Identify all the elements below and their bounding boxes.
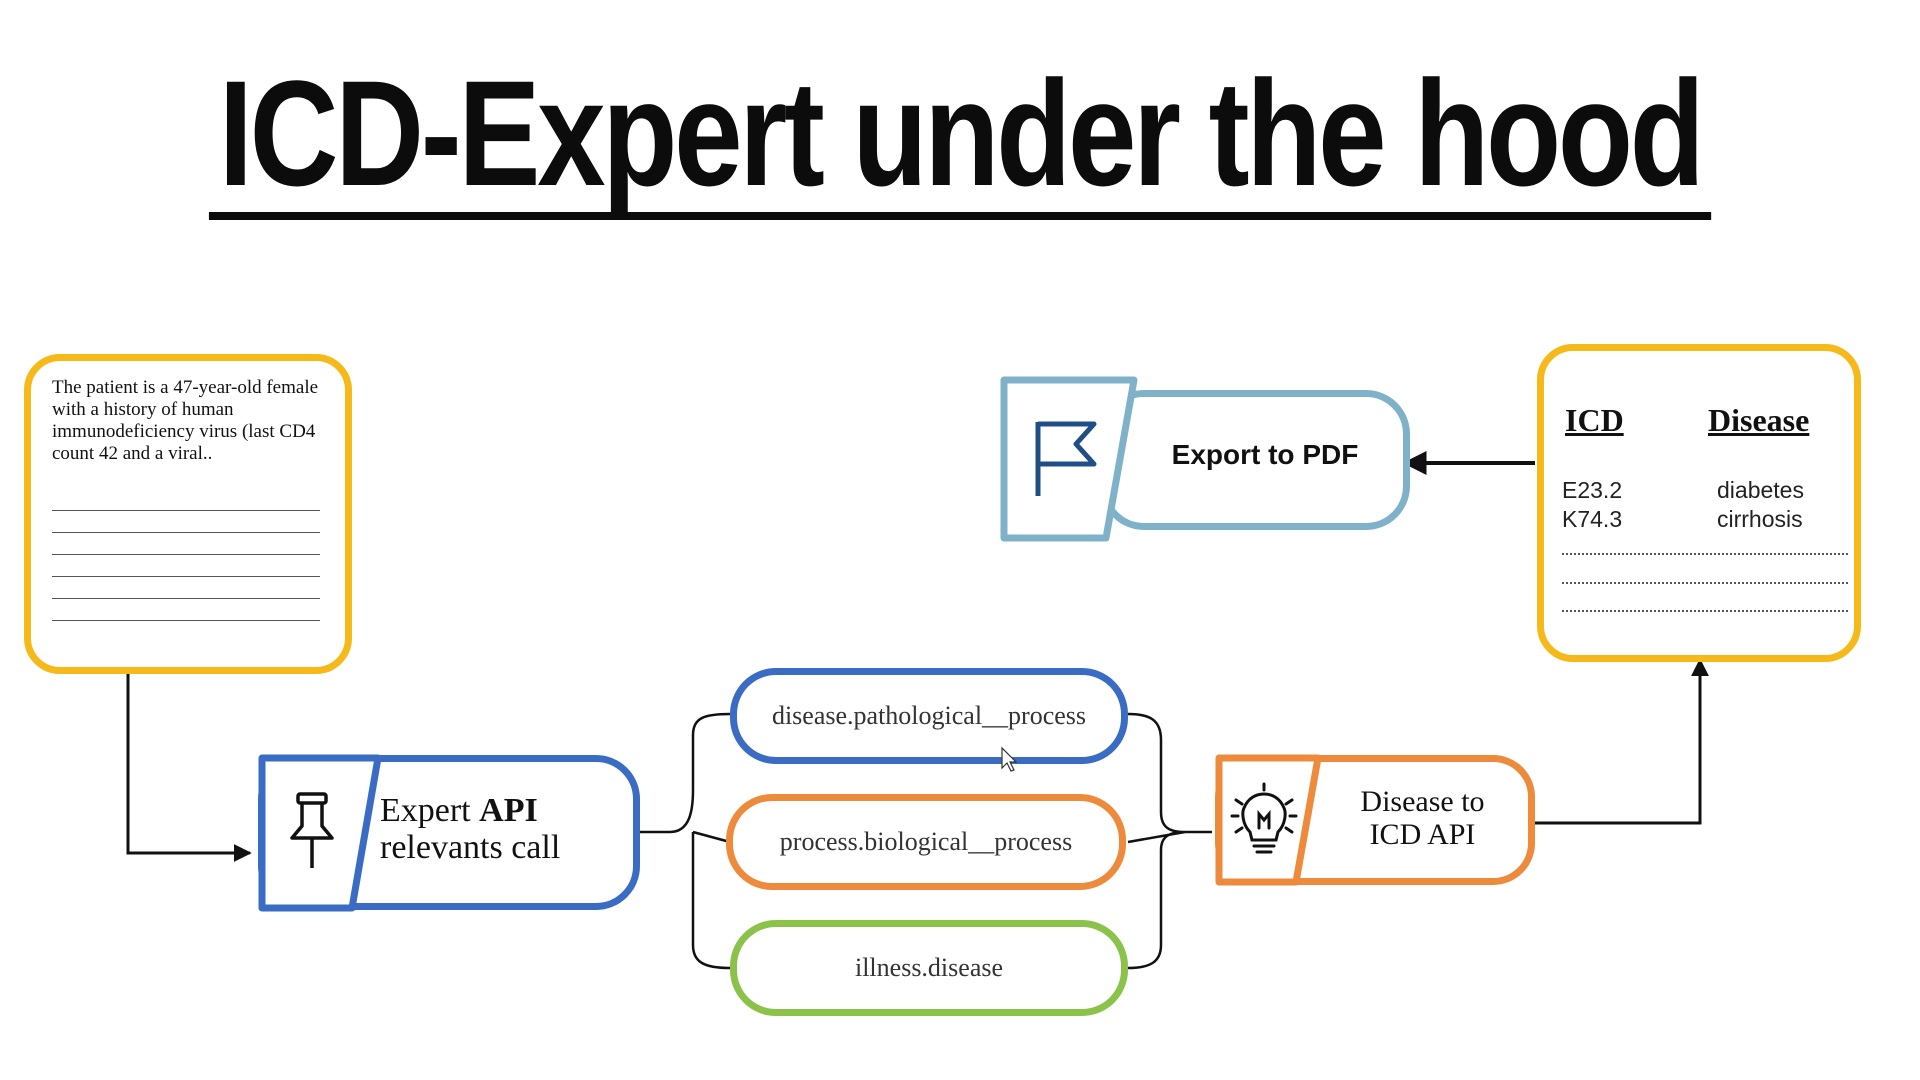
flag-icon [1035,421,1097,496]
table-dotted-line [1562,582,1848,584]
disease-api-label: Disease to ICD API [1320,785,1525,851]
arrow-note-to-expert [126,672,252,862]
bracket-left [640,712,731,970]
expert-api-label: Expert API relevants call [380,792,620,867]
disease-header: Disease [1708,402,1810,438]
lightbulb-icon [1230,782,1298,854]
icd-table-box [1537,344,1861,662]
note-line [52,554,320,555]
icd-code: K74.3 [1562,506,1623,532]
arrow-disease-to-table [1534,658,1709,825]
icd-code: E23.2 [1562,477,1623,503]
icd-header: ICD [1565,402,1624,438]
option-illness-disease: illness.disease [730,920,1128,1016]
pushpin-icon [290,792,334,868]
note-line [52,620,320,621]
disease-api-line1: Disease to [1360,785,1485,818]
table-dotted-line [1562,553,1848,555]
expert-api-label-bold: API [479,792,538,829]
note-line [52,598,320,599]
option-label: illness.disease [854,953,1004,982]
note-line [52,510,320,511]
table-dotted-line [1562,610,1848,612]
option-biological-process: process.biological__process [726,794,1126,890]
option-pathological-process: disease.pathological__process [730,668,1128,764]
expert-api-label-line2: relevants call [380,829,561,867]
option-label: process.biological__process [779,827,1073,856]
patient-note-text: The patient is a 47-year-old female with… [52,377,319,464]
slide-title: ICD-Expert under the hood [0,58,1920,220]
option-label: disease.pathological__process [771,701,1087,730]
disease-name: cirrhosis [1717,506,1803,532]
note-line [52,532,320,533]
disease-name: diabetes [1717,477,1804,503]
bracket-right [1127,712,1212,970]
note-line [52,576,320,577]
slide-title-text: ICD-Expert under the hood [208,58,1712,220]
expert-api-label-normal: Expert [380,792,480,829]
export-pdf-label[interactable]: Export to PDF [1171,439,1359,470]
disease-api-line2: ICD API [1369,818,1476,851]
